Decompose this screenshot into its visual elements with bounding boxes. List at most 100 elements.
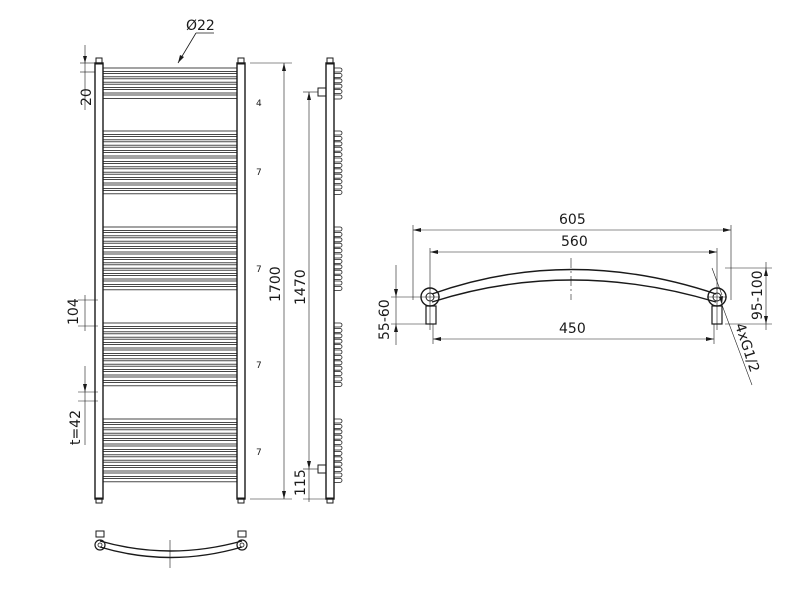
side-tube: [334, 259, 343, 264]
front-tube: [102, 461, 238, 467]
front-tube: [102, 258, 238, 264]
front-tube: [102, 371, 238, 376]
side-tube: [334, 184, 343, 190]
front-tube: [102, 429, 238, 434]
side-tube: [334, 434, 343, 440]
right-collector-cap-bottom: [237, 497, 245, 504]
front-tube: [102, 376, 238, 381]
side-tube: [334, 275, 343, 280]
depth-small-label: 55-60: [377, 299, 393, 340]
front-tube: [102, 264, 238, 269]
thread-spec-label: 4xG1/2: [731, 321, 762, 374]
front-tube: [102, 349, 238, 354]
front-tube: [102, 162, 238, 168]
side-tube: [334, 242, 343, 248]
front-tube: [102, 327, 238, 333]
depth-large-label: 95-100: [750, 270, 766, 320]
front-tube: [102, 179, 238, 184]
front-tube: [102, 344, 238, 349]
front-tube: [102, 477, 238, 483]
side-tube: [334, 89, 343, 94]
section-count-1: 4: [256, 99, 262, 109]
connection-width-label: 450: [559, 321, 586, 337]
front-tube: [102, 456, 238, 461]
side-tube: [334, 456, 343, 462]
side-tube: [334, 365, 343, 371]
side-tube: [334, 163, 343, 168]
side-tube: [334, 253, 343, 259]
side-tube: [334, 94, 343, 100]
front-tube: [102, 89, 238, 94]
side-view: 1470 115: [293, 57, 343, 504]
side-tube: [334, 344, 343, 349]
section-count-4: 7: [256, 361, 262, 371]
side-tube: [334, 226, 343, 232]
front-tube: [102, 381, 238, 387]
overall-width-label: 605: [559, 212, 586, 228]
front-tube: [102, 322, 238, 327]
front-tube: [102, 73, 238, 78]
side-tube: [334, 382, 343, 387]
front-tube: [102, 472, 238, 477]
side-tube: [334, 83, 343, 89]
front-tube: [102, 360, 238, 365]
side-tube: [334, 360, 343, 366]
side-tube: [334, 280, 343, 286]
side-tube: [334, 338, 343, 344]
front-tube: [102, 253, 238, 258]
side-tube: [334, 424, 343, 429]
front-tube: [102, 78, 238, 83]
front-tube: [102, 242, 238, 247]
side-tube: [334, 478, 343, 483]
front-tube: [102, 333, 238, 338]
side-tube: [334, 141, 343, 147]
top-view: 605 560 450 55-60 55-60 95-100: [377, 212, 772, 386]
front-tube: [102, 130, 238, 135]
bottom-offset-label: 115: [293, 469, 309, 496]
side-tube: [334, 349, 343, 355]
front-tube: [102, 423, 238, 429]
front-tube: [102, 157, 238, 162]
side-bracket-top: [317, 87, 327, 97]
section-count-5: 7: [256, 448, 262, 458]
side-tube: [334, 130, 343, 136]
front-tube: [102, 285, 238, 291]
side-tube: [334, 248, 343, 253]
left-collector-cap-bottom: [95, 497, 103, 504]
section-count-3: 7: [256, 265, 262, 275]
side-tube: [334, 173, 343, 179]
front-tube: [102, 141, 238, 146]
front-tube: [102, 67, 238, 72]
side-tube: [334, 355, 343, 360]
side-tube: [334, 78, 343, 84]
front-tube: [102, 338, 238, 344]
side-tube: [334, 451, 343, 456]
side-tube: [334, 67, 343, 73]
overall-height-label: 1700: [268, 266, 284, 302]
side-tube: [334, 371, 343, 376]
connection-spacing-label: 1470: [293, 269, 309, 305]
side-tube: [334, 232, 343, 237]
gap-height-label: 104: [66, 298, 82, 325]
front-tube: [102, 280, 238, 285]
front-tube: [102, 418, 238, 423]
front-view: Ø22 20 104 t=42 4 7 7 7 7 1700: [66, 18, 292, 504]
side-tube: [334, 264, 343, 270]
front-tube: [102, 83, 238, 88]
side-tubes: [334, 67, 343, 483]
front-tube: [102, 168, 238, 173]
front-tube: [102, 173, 238, 178]
front-tube: [102, 146, 238, 151]
front-tube: [102, 440, 238, 445]
side-tube: [334, 286, 343, 291]
side-tube: [334, 322, 343, 328]
side-bracket-bottom: [317, 464, 327, 474]
side-tube: [334, 168, 343, 174]
side-tube: [334, 237, 343, 243]
front-tube: [102, 231, 238, 237]
side-tube: [334, 467, 343, 472]
front-tube: [102, 269, 238, 275]
section-count-2: 7: [256, 168, 262, 178]
